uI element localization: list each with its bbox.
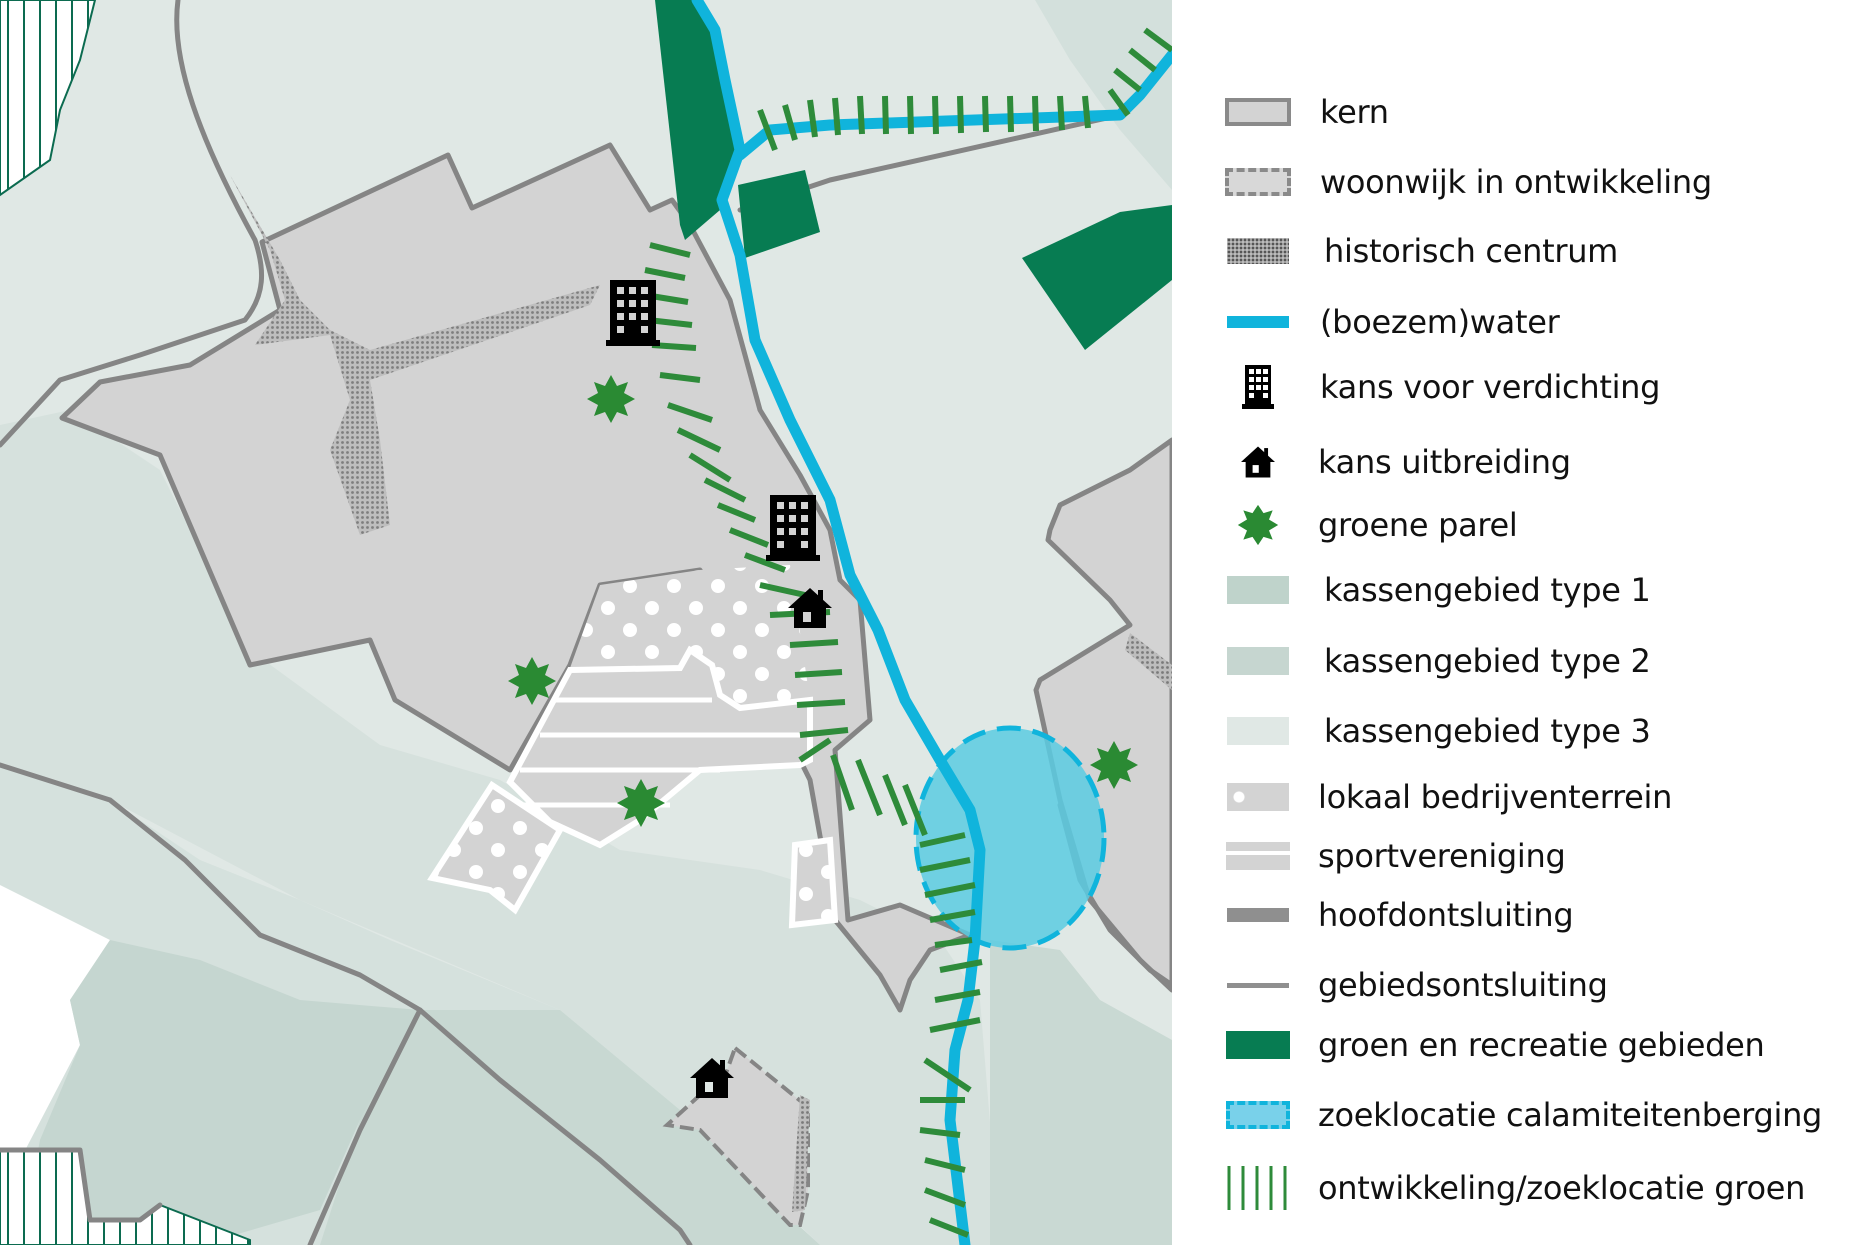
kern-swatch [1220,92,1296,132]
legend-label: kans voor verdichting [1320,368,1661,406]
historisch-centrum [230,175,600,535]
kassen2-swatch [1220,641,1296,681]
legend-label: sportvereniging [1318,837,1566,875]
legend-label: zoeklocatie calamiteitenberging [1318,1096,1823,1134]
house-icon[interactable] [788,588,832,628]
map-canvas[interactable] [0,0,1172,1245]
kassengebied-type1-area [0,885,110,1245]
zoeklocatie-groen-strokes [644,27,1172,1238]
kassengebied-type1-area [20,940,420,1245]
star-icon[interactable] [617,779,665,827]
historisch-centrum-south [792,1095,810,1212]
kassengebied-type1-area [990,940,1172,1245]
building-icon[interactable] [606,280,660,346]
legend-label: groen en recreatie gebieden [1318,1026,1765,1064]
legend-label: lokaal bedrijventerrein [1318,778,1673,816]
historisch-swatch [1220,231,1296,271]
water-line [1220,302,1296,342]
kern-area [59,142,973,1013]
kassengebied-type2-area [1035,0,1172,190]
groen-recreatie-area [1022,205,1172,350]
calamiteitenberging-zone [913,725,1107,951]
hoofdontsluiting-line [1220,895,1296,935]
star-icon [1220,504,1296,546]
kassen1-swatch [1220,570,1296,610]
legend-label: gebiedsontsluiting [1318,966,1608,1004]
building-icon [1220,365,1296,409]
legend-label: kassengebied type 2 [1324,642,1651,680]
bedrijventerrein-area [570,565,810,708]
building-icon[interactable] [766,495,820,561]
zoeklocatie-groen-hatch-area [0,0,97,197]
legend-label: (boezem)water [1320,303,1560,341]
bedrijventerrein-swatch [1220,777,1296,817]
legend-label: groene parel [1318,506,1518,544]
boezemwater [691,0,1172,1245]
legend-label: woonwijk in ontwikkeling [1320,163,1712,201]
star-icon[interactable] [1090,741,1138,789]
gebiedsontsluiting-line [1220,965,1296,1005]
bedrijventerrein-area [788,836,839,929]
legend-label: kassengebied type 1 [1324,571,1651,609]
kassengebied-type1-area [320,1010,820,1245]
house-icon[interactable] [690,1058,734,1098]
bedrijventerrein-area [427,780,564,915]
house-icon [1220,442,1296,482]
legend-label: historisch centrum [1324,232,1619,270]
star-icon[interactable] [587,375,635,423]
groen-recreatie-area [738,170,820,258]
kassen3-swatch [1220,711,1296,751]
woonwijk-swatch [1220,162,1296,202]
legend-label: ontwikkeling/zoeklocatie groen [1318,1169,1806,1207]
sport-swatch [1220,836,1296,876]
legend-label: kassengebied type 3 [1324,712,1651,750]
legend-label: kern [1320,93,1389,131]
star-icon[interactable] [508,657,556,705]
historisch-centrum-east [1125,633,1172,690]
map-legend: kern woonwijk in ontwikkeling historisch… [1172,0,1858,1245]
legend-label: kans uitbreiding [1318,443,1571,481]
legend-label: hoofdontsluiting [1318,896,1574,934]
groen-swatch [1220,1025,1296,1065]
zoekgroen-hatch [1220,1166,1296,1210]
calamiteit-swatch [1220,1095,1296,1135]
